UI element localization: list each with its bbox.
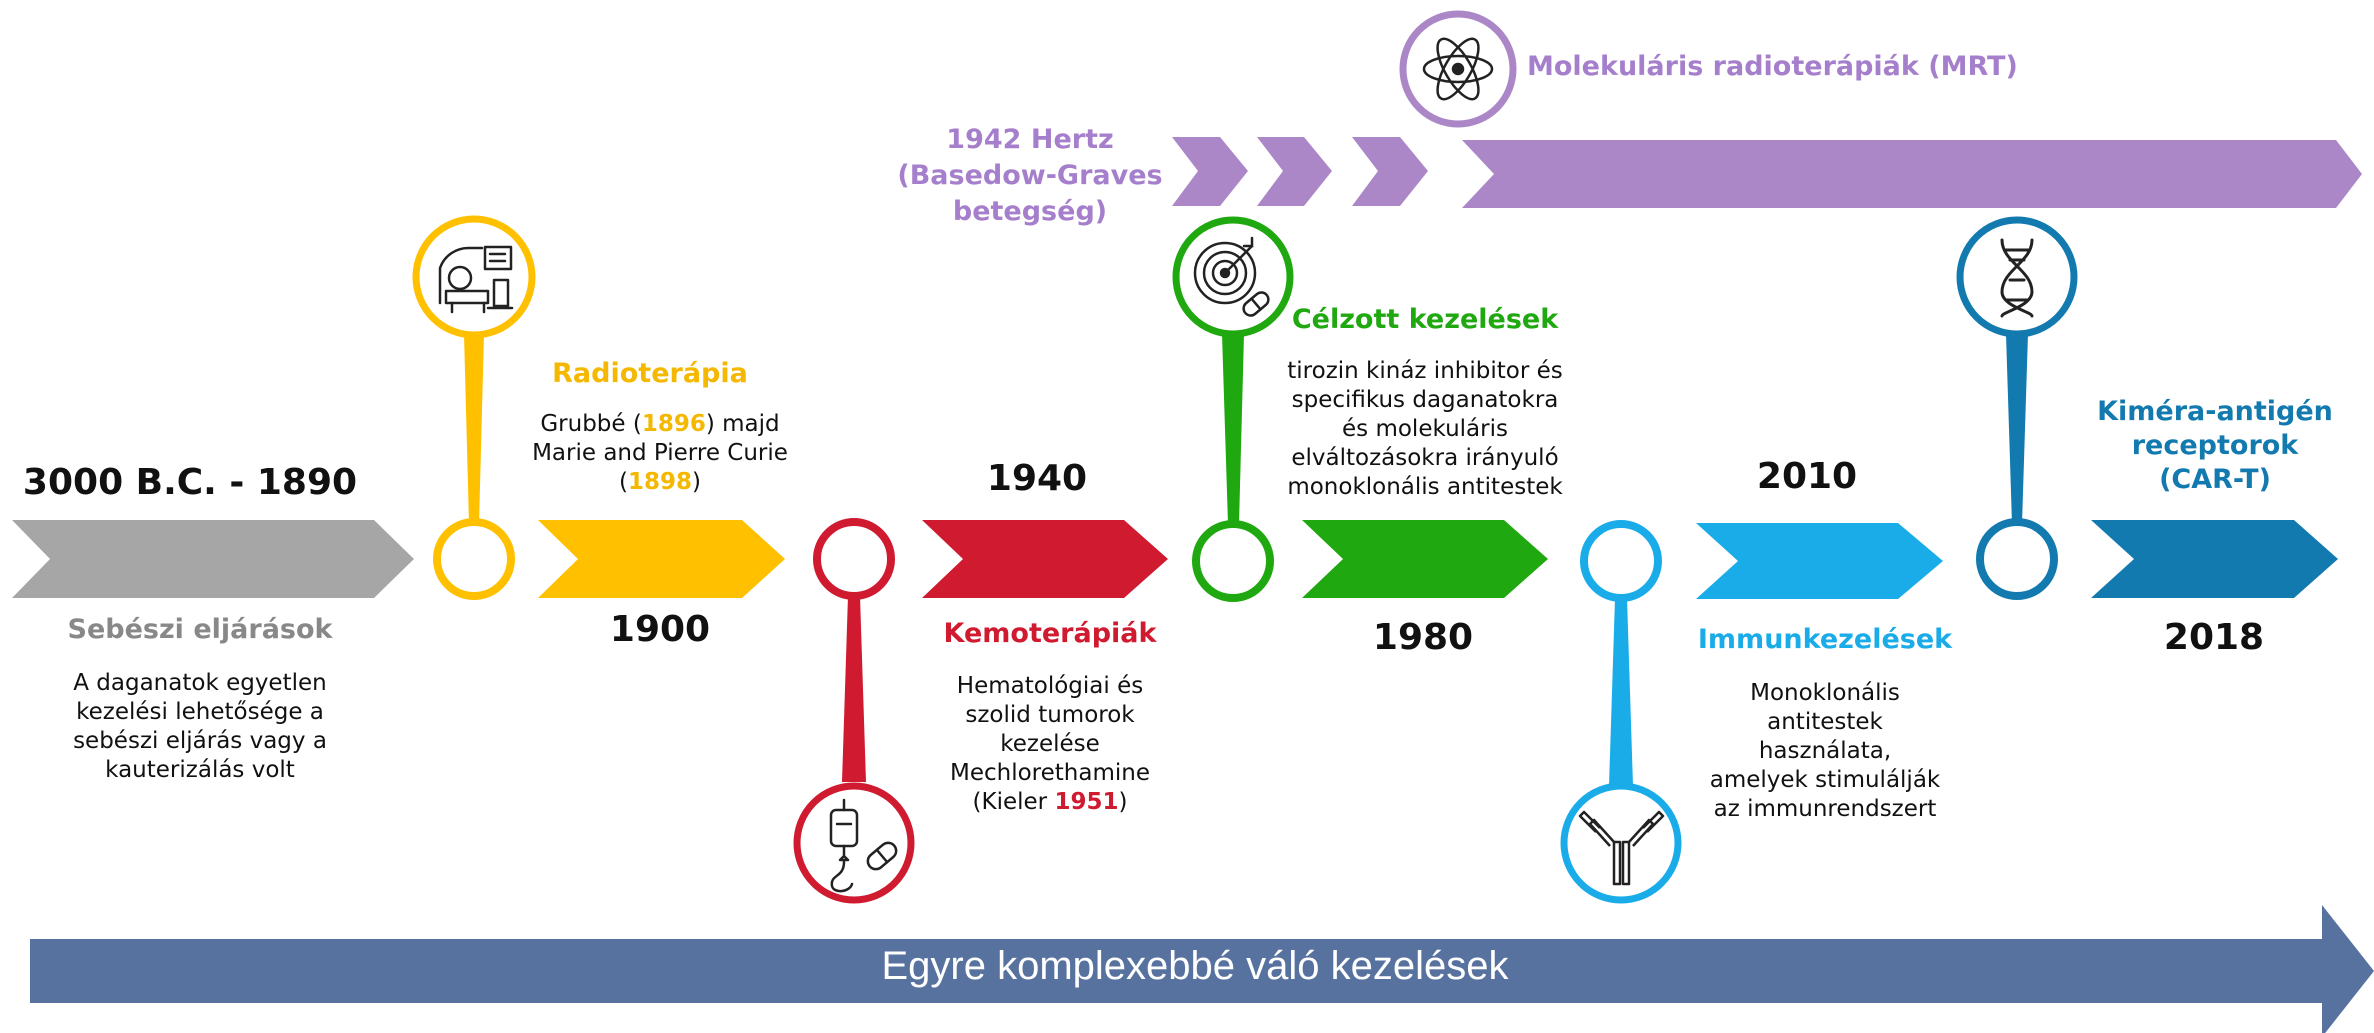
mrt-hertz-label: 1942 Hertz (Basedow-Graves betegség) [897,124,1163,227]
targeted-arrow [1302,520,1548,598]
surgery-desc: A daganatok egyetlen kezelési lehetősége… [73,670,327,783]
mrt-title: Molekuláris radioterápiák (MRT) [1527,51,2018,82]
radiotherapy-title: Radioterápia [552,358,748,389]
chemotherapy-title: Kemoterápiák [943,618,1157,649]
mrt-long-arrow [1462,140,2362,208]
targeted-year: 1980 [1372,617,1474,658]
dna-icon [2000,238,2034,318]
target-pill-icon [1193,236,1270,317]
targeted-pin [1172,216,1294,602]
cart-arrow [2091,520,2338,598]
surgery-title: Sebészi eljárások [67,614,333,645]
mri-scanner-icon [438,245,514,314]
immuno-year: 2010 [1756,456,1858,497]
mrt-chevron-2 [1257,137,1332,206]
complexity-arrow [30,905,2374,1033]
mrt-arrows [1172,137,2362,208]
chemotherapy-pin [793,518,915,904]
targeted-title: Célzott kezelések [1291,304,1559,335]
surgery-year: 3000 B.C. - 1890 [22,462,358,503]
cart-title: Kiméra-antigén receptorok (CAR-T) [2097,396,2333,495]
chemotherapy-year: 1940 [986,458,1088,499]
immuno-desc: Monoklonális antitestek használata, amel… [1709,680,1941,822]
radiotherapy-desc: Grubbé (1896) majd Marie and Pierre Curi… [532,411,788,495]
targeted-desc: tirozin kináz inhibitor és specifikus da… [1287,358,1563,500]
chemotherapy-desc: Hematológiai és szolid tumorok kezelése … [950,673,1150,815]
radiotherapy-pin [412,215,536,600]
mrt-chevron-1 [1172,137,1248,206]
surgery-arrow [12,520,414,598]
antibody-icon [1578,810,1665,886]
radiotherapy-arrow [538,520,785,598]
immuno-title: Immunkezelések [1697,624,1953,655]
atom-icon [1422,37,1494,101]
chemotherapy-arrow [922,520,1168,598]
mrt-chevron-3 [1352,137,1428,206]
complexity-label: Egyre komplexebbé váló kezelések [881,944,1509,988]
cart-pin [1956,216,2078,600]
iv-drip-pill-icon [829,798,898,893]
radiotherapy-year: 1900 [609,609,711,650]
cart-year: 2018 [2163,617,2265,658]
immuno-arrow [1696,523,1943,599]
